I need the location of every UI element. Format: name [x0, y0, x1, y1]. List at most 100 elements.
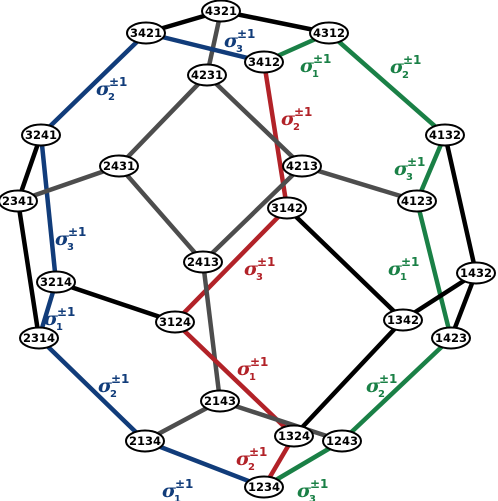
node-label: 3214 — [40, 275, 72, 289]
node-1234: 1234 — [244, 475, 284, 499]
edge-2143-1243 — [217, 398, 345, 444]
node-4321: 4321 — [201, 0, 241, 23]
edge-3421-3241 — [38, 30, 149, 138]
edge-label-4: σ±12 — [281, 105, 312, 133]
node-ellipse — [309, 21, 349, 45]
sigma-superscript: ±1 — [237, 27, 255, 41]
node-label: 1324 — [278, 429, 310, 443]
sigma-superscript: ±1 — [310, 477, 328, 491]
edge-label-11: σ±12 — [98, 372, 129, 400]
sigma-superscript: ±1 — [175, 477, 193, 491]
node-label: 2413 — [187, 255, 219, 269]
edge-3142-3124 — [172, 205, 290, 325]
node-1432: 1432 — [456, 261, 496, 285]
edge-label-1: σ±11 — [300, 52, 331, 80]
sigma-subscript: 1 — [312, 69, 319, 80]
node-3241: 3241 — [21, 123, 61, 147]
sigma-subscript: 2 — [378, 389, 385, 400]
sigma-subscript: 1 — [174, 494, 181, 501]
edge-label-9: σ±1 1 — [44, 305, 75, 333]
node-label: 3421 — [130, 26, 162, 40]
edge-3241-3214 — [38, 132, 59, 285]
sigma-superscript: ±1 — [379, 372, 397, 386]
edge-2341-2314 — [15, 198, 42, 341]
edge-3214-3124 — [53, 279, 178, 325]
node-2314: 2314 — [19, 326, 59, 350]
sigma-symbol: σ — [366, 375, 381, 397]
sigma-symbol: σ — [244, 258, 259, 280]
edge-4231-2431 — [116, 72, 210, 169]
node-2431: 2431 — [99, 154, 139, 178]
edge-1423-1243 — [339, 335, 454, 444]
sigma-superscript: ±1 — [407, 155, 425, 169]
edge-label-14: σ±1 1 — [162, 477, 193, 501]
sigma-symbol: σ — [44, 308, 59, 330]
sigma-subscript: 3 — [256, 272, 263, 283]
edge-label-15: σ±13 — [297, 477, 328, 501]
node-4132: 4132 — [425, 123, 465, 147]
edge-4123-1423 — [414, 198, 454, 341]
sigma-subscript: 3 — [406, 172, 413, 183]
edge-label-7: σ±13 — [244, 255, 275, 283]
sigma-superscript: ±1 — [401, 255, 419, 269]
sigma-superscript: ±1 — [109, 75, 127, 89]
sigma-symbol: σ — [98, 375, 113, 397]
node-ellipse — [125, 429, 165, 453]
node-ellipse — [267, 196, 307, 220]
sigma-subscript: 1 — [56, 322, 63, 333]
node-label: 1423 — [435, 331, 467, 345]
node-ellipse — [244, 50, 284, 74]
sigma-subscript: 2 — [402, 70, 409, 81]
node-label: 4132 — [429, 128, 461, 142]
sigma-superscript: ±1 — [403, 53, 421, 67]
node-1342: 1342 — [383, 308, 423, 332]
node-ellipse — [201, 0, 241, 23]
node-ellipse — [322, 429, 362, 453]
sigma-symbol: σ — [224, 30, 239, 52]
edge-3421-3412 — [143, 30, 267, 65]
node-label: 1432 — [460, 266, 492, 280]
node-ellipse — [431, 326, 471, 350]
node-1243: 1243 — [322, 429, 362, 453]
node-ellipse — [282, 154, 322, 178]
sigma-symbol: σ — [237, 358, 252, 380]
sigma-symbol: σ — [236, 448, 251, 470]
node-2143: 2143 — [200, 389, 240, 413]
node-4231: 4231 — [187, 63, 227, 87]
node-ellipse — [155, 310, 195, 334]
node-ellipse — [21, 123, 61, 147]
node-ellipse — [456, 261, 496, 285]
node-ellipse — [126, 21, 166, 45]
sigma-subscript: 2 — [248, 462, 255, 473]
sigma-subscript: 3 — [309, 494, 316, 501]
node-label: 2134 — [129, 434, 161, 448]
node-label: 2314 — [23, 331, 55, 345]
edge-4231-4213 — [204, 72, 305, 169]
node-ellipse — [397, 189, 437, 213]
sigma-symbol: σ — [394, 158, 409, 180]
sigma-superscript: ±1 — [249, 445, 267, 459]
node-1423: 1423 — [431, 326, 471, 350]
node-ellipse — [0, 189, 38, 213]
node-label: 2143 — [204, 394, 236, 408]
sigma-superscript: ±1 — [294, 105, 312, 119]
sigma-superscript: ±1 — [250, 355, 268, 369]
sigma-symbol: σ — [388, 258, 403, 280]
node-label: 3124 — [159, 315, 191, 329]
sigma-superscript: ±1 — [68, 225, 86, 239]
node-label: 4231 — [191, 68, 223, 82]
node-4312: 4312 — [309, 21, 349, 45]
node-ellipse — [425, 123, 465, 147]
edge-label-10: σ±11 — [237, 355, 268, 383]
node-2134: 2134 — [125, 429, 165, 453]
edge-2134-1234 — [142, 438, 267, 490]
sigma-symbol: σ — [55, 228, 70, 250]
edge-label-2: σ±12 — [390, 53, 421, 81]
sigma-symbol: σ — [162, 480, 177, 501]
sigma-subscript: 3 — [67, 242, 74, 253]
sigma-superscript: ±1 — [57, 305, 75, 319]
node-label: 2431 — [103, 159, 135, 173]
node-label: 3412 — [248, 55, 280, 69]
node-2341: 2341 — [0, 189, 38, 213]
